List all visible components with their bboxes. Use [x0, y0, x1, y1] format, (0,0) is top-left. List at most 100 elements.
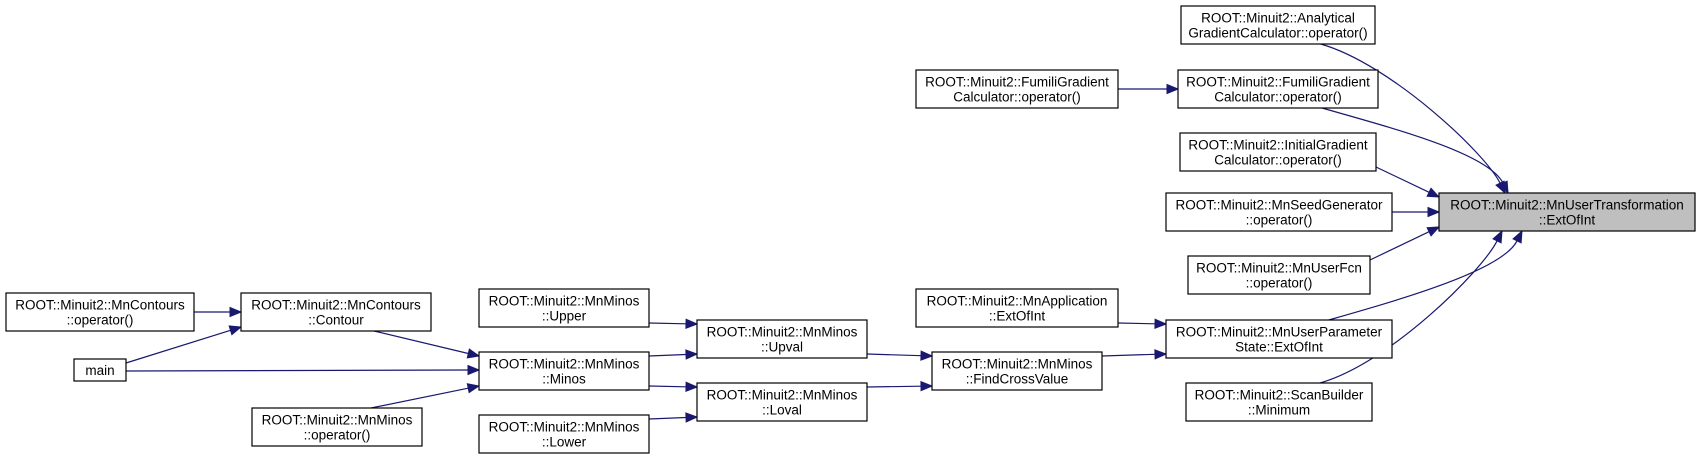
node-box [696, 382, 868, 422]
node-label: ROOT::Minuit2::MnUserFcn [1196, 261, 1362, 276]
node-label: ROOT::Minuit2::MnSeedGenerator [1175, 198, 1383, 213]
node-seed[interactable]: ROOT::Minuit2::MnSeedGenerator::operator… [1165, 192, 1393, 232]
arrowhead-icon [1426, 187, 1441, 198]
nodes-layer: ROOT::Minuit2::MnUserTransformation::Ext… [5, 5, 1696, 454]
arrowhead-icon [229, 306, 243, 318]
node-findcross[interactable]: ROOT::Minuit2::MnMinos::FindCrossValue [931, 351, 1103, 391]
arrowhead-icon [228, 325, 243, 336]
node-box [931, 351, 1103, 391]
node-box [915, 69, 1119, 109]
arrowhead-icon [1512, 229, 1523, 244]
arrowhead-icon [467, 364, 481, 376]
node-minos[interactable]: ROOT::Minuit2::MnMinos::Minos [478, 351, 650, 391]
node-fumiliB[interactable]: ROOT::Minuit2::FumiliGradientCalculator:… [1177, 69, 1379, 109]
node-upper[interactable]: ROOT::Minuit2::MnMinos::Upper [478, 288, 650, 328]
node-box [240, 292, 432, 332]
node-label: ROOT::Minuit2::MnMinos [262, 413, 413, 428]
edge-main-to-minos [125, 369, 469, 372]
node-box [478, 351, 650, 391]
node-box [915, 288, 1119, 328]
node-contour[interactable]: ROOT::Minuit2::MnContours::Contour [240, 292, 432, 332]
node-label: ROOT::Minuit2::MnMinos [489, 294, 640, 309]
node-label: ROOT::Minuit2::MnContours [15, 298, 185, 313]
node-label: main [85, 363, 114, 378]
node-loval[interactable]: ROOT::Minuit2::MnMinos::Loval [696, 382, 868, 422]
node-label: ROOT::Minuit2::Analytical [1201, 11, 1355, 26]
arrowhead-icon [466, 348, 481, 359]
node-minosop[interactable]: ROOT::Minuit2::MnMinos::operator() [251, 407, 423, 447]
node-contoursop[interactable]: ROOT::Minuit2::MnContours::operator() [5, 292, 195, 332]
node-label: ::ExtOfInt [989, 309, 1046, 324]
edges-layer [125, 43, 1523, 423]
edge-application-to-paramstate [1117, 322, 1156, 325]
node-label: ROOT::Minuit2::MnMinos [707, 325, 858, 340]
edge-loval-to-findcross [866, 385, 922, 388]
edge-minos-to-loval [648, 385, 687, 388]
node-userfcn[interactable]: ROOT::Minuit2::MnUserFcn::operator() [1187, 255, 1371, 295]
node-label: ROOT::Minuit2::MnMinos [707, 388, 858, 403]
node-analytical[interactable]: ROOT::Minuit2::AnalyticalGradientCalcula… [1180, 5, 1376, 45]
node-label: ::operator() [304, 428, 371, 443]
node-label: Calculator::operator() [953, 90, 1081, 105]
arrowhead-icon [920, 380, 934, 392]
node-label: Calculator::operator() [1214, 153, 1342, 168]
node-application[interactable]: ROOT::Minuit2::MnApplication::ExtOfInt [915, 288, 1119, 328]
node-label: ROOT::Minuit2::MnUserTransformation [1450, 198, 1684, 213]
arrowhead-icon [685, 381, 699, 393]
node-lower[interactable]: ROOT::Minuit2::MnMinos::Lower [478, 414, 650, 454]
node-label: ROOT::Minuit2::MnUserParameter [1176, 325, 1383, 340]
node-label: Calculator::operator() [1214, 90, 1342, 105]
arrowhead-icon [1498, 180, 1509, 195]
edge-minosop-to-minos [370, 387, 469, 409]
node-label: ::Minos [542, 372, 586, 387]
node-fumiliA[interactable]: ROOT::Minuit2::FumiliGradientCalculator:… [915, 69, 1119, 109]
node-label: ROOT::Minuit2::MnMinos [942, 357, 1093, 372]
node-initial[interactable]: ROOT::Minuit2::InitialGradientCalculator… [1179, 132, 1377, 172]
edge-findcross-to-paramstate [1101, 353, 1156, 357]
node-box [1165, 192, 1393, 232]
edge-upper-to-upval [648, 322, 687, 325]
node-upval[interactable]: ROOT::Minuit2::MnMinos::Upval [696, 319, 868, 359]
arrowhead-icon [1166, 83, 1180, 95]
node-label: ROOT::Minuit2::MnApplication [927, 294, 1108, 309]
node-label: ::Lower [542, 435, 587, 450]
node-box [696, 319, 868, 359]
node-paramstate[interactable]: ROOT::Minuit2::MnUserParameterState::Ext… [1165, 319, 1393, 359]
node-box [1187, 255, 1371, 295]
node-box [478, 288, 650, 328]
arrowhead-icon [1427, 206, 1441, 218]
node-focus[interactable]: ROOT::Minuit2::MnUserTransformation::Ext… [1438, 192, 1696, 232]
node-label: ROOT::Minuit2::MnMinos [489, 420, 640, 435]
node-box [1180, 5, 1376, 45]
edge-minos-to-upval [648, 353, 687, 357]
node-box [1438, 192, 1696, 232]
edge-fumiliB-to-focus [1321, 107, 1504, 184]
node-scanbuilder[interactable]: ROOT::Minuit2::ScanBuilder::Minimum [1185, 382, 1373, 422]
edge-userfcn-to-focus [1369, 231, 1430, 261]
node-box [1165, 319, 1393, 359]
arrowhead-icon [1426, 226, 1441, 237]
node-label: ::Minimum [1248, 403, 1310, 418]
node-box [73, 358, 127, 382]
edge-lower-to-loval [648, 416, 687, 420]
node-label: ::Loval [762, 403, 802, 418]
edge-initial-to-focus [1375, 166, 1430, 193]
arrowhead-icon [1492, 229, 1503, 244]
node-box [478, 414, 650, 454]
edge-paramstate-to-focus [1328, 240, 1518, 321]
arrowhead-icon [1154, 318, 1168, 330]
node-label: ROOT::Minuit2::FumiliGradient [1186, 75, 1370, 90]
node-label: ::FindCrossValue [966, 372, 1069, 387]
arrowhead-icon [685, 318, 699, 330]
node-box [1177, 69, 1379, 109]
arrowhead-icon [1154, 349, 1168, 360]
edge-main-to-contour [125, 329, 231, 364]
node-label: ROOT::Minuit2::MnContours [251, 298, 421, 313]
node-box [5, 292, 195, 332]
arrowhead-icon [685, 349, 699, 360]
node-label: ::operator() [67, 313, 134, 328]
node-label: State::ExtOfInt [1235, 340, 1323, 355]
node-label: ROOT::Minuit2::ScanBuilder [1195, 388, 1364, 403]
node-main[interactable]: main [73, 358, 127, 382]
edge-upval-to-findcross [866, 353, 922, 357]
